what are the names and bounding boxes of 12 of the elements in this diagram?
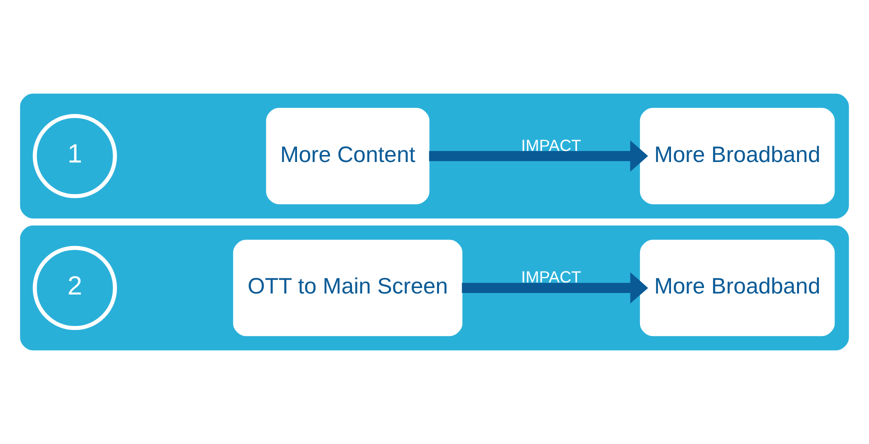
node-box: More Broadband — [640, 108, 835, 204]
edge-label: IMPACT — [521, 268, 582, 287]
cluster — [20, 226, 849, 350]
arrow — [462, 272, 648, 304]
cluster — [20, 94, 849, 218]
node-circle: 1 — [32, 114, 117, 198]
arrow — [429, 140, 648, 172]
edge-label: IMPACT — [521, 136, 582, 155]
node-box: More Content — [266, 108, 430, 204]
node-circle: 2 — [32, 246, 117, 330]
node-box: More Broadband — [640, 240, 835, 336]
node-box: OTT to Main Screen — [233, 240, 462, 336]
